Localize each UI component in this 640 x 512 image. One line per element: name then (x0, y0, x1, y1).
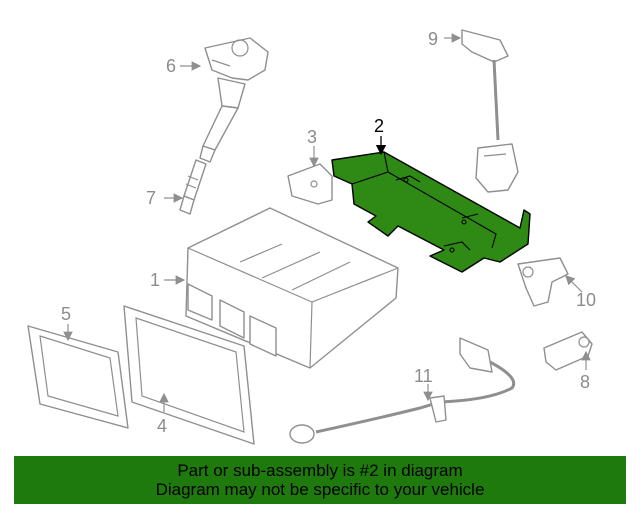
cover-plate (123, 305, 255, 445)
ignition-coil (199, 37, 269, 163)
temperature-sensor (543, 331, 593, 371)
callout-11: 11 (414, 366, 433, 386)
callout-5: 5 (61, 304, 71, 324)
info-banner: Part or sub-assembly is #2 in diagram Di… (14, 456, 626, 504)
leader-lines (63, 33, 591, 412)
callout-9: 9 (428, 29, 438, 49)
callout-2: 2 (374, 116, 384, 136)
banner-line-2: Diagram may not be specific to your vehi… (155, 480, 485, 499)
gasket-outer (27, 325, 129, 429)
spark-plug (179, 159, 207, 215)
parts-diagram: 6 7 9 3 2 1 5 4 10 8 11 (27, 29, 596, 445)
highlighted-bracket (331, 151, 531, 273)
callout-10: 10 (576, 290, 596, 310)
oxygen-sensor (461, 29, 519, 193)
bracket-small (287, 163, 333, 205)
callout-4: 4 (157, 416, 167, 436)
callout-1: 1 (150, 270, 160, 290)
speed-sensor (517, 257, 569, 307)
banner-line-1: Part or sub-assembly is #2 in diagram (177, 461, 463, 480)
engine-control-module (185, 207, 399, 369)
callout-3: 3 (307, 127, 317, 147)
callout-7: 7 (146, 188, 156, 208)
callout-6: 6 (166, 56, 176, 76)
callout-8: 8 (580, 372, 590, 392)
knock-sensor-harness (289, 337, 516, 444)
